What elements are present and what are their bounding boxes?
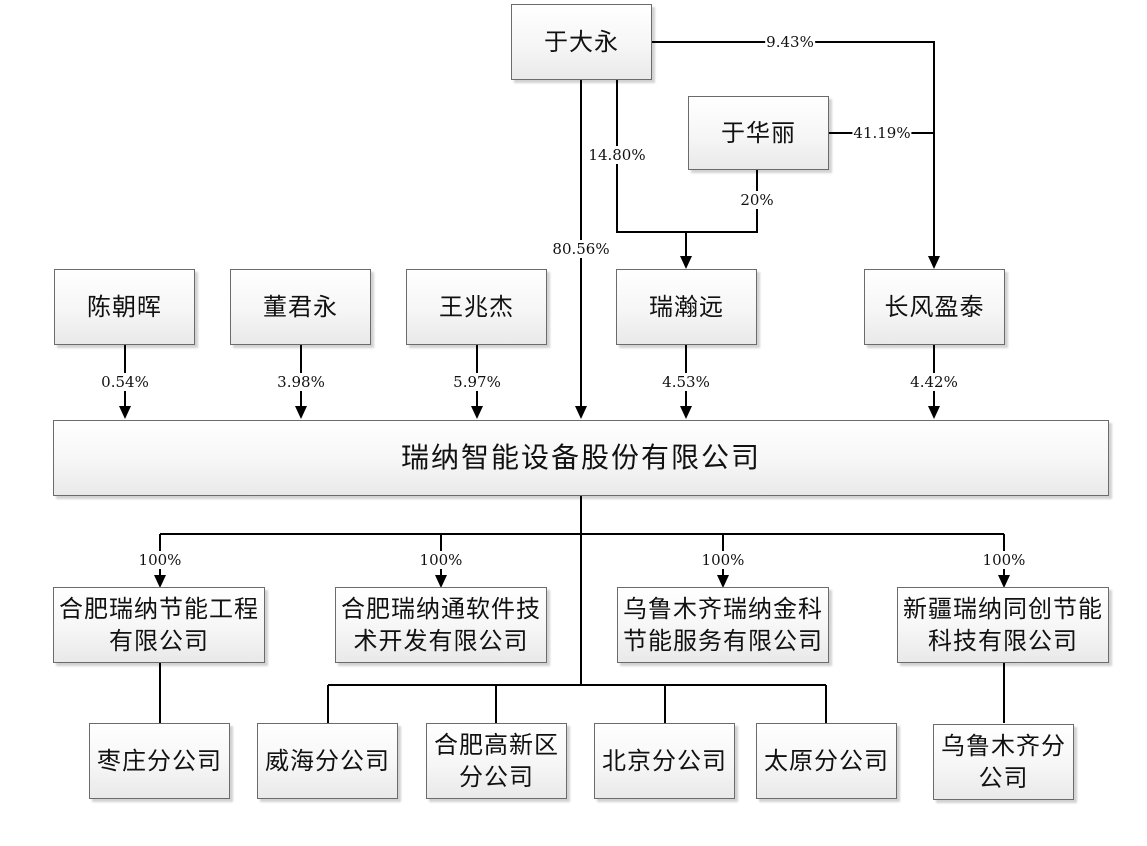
- edge-label-sub4: 100%: [981, 551, 1027, 569]
- node-label: 陈朝晖: [87, 293, 162, 321]
- node-label-line1: 新疆瑞纳同创节能: [903, 595, 1103, 623]
- node-label-line1: 乌鲁木齐瑞纳金科: [623, 595, 823, 623]
- node-wang-zhaojie[interactable]: 王兆杰: [406, 269, 547, 345]
- arrowhead: [998, 575, 1010, 588]
- arrowhead: [680, 256, 692, 269]
- edge-label-yudayong-ruihanyuan: 14.80%: [587, 146, 647, 164]
- arrowhead: [575, 406, 587, 419]
- node-branch-urumqi[interactable]: 乌鲁木齐分 公司: [933, 724, 1074, 800]
- edge-label-sub1: 100%: [137, 551, 183, 569]
- node-label: 于华丽: [721, 119, 796, 147]
- node-yu-huali[interactable]: 于华丽: [688, 96, 829, 170]
- node-chen-chaohui[interactable]: 陈朝晖: [54, 269, 195, 345]
- arrowhead: [680, 406, 692, 419]
- arrowhead: [154, 575, 166, 588]
- edge-yudayong-changfeng: [652, 41, 935, 258]
- node-label-line2: 分公司: [459, 763, 534, 791]
- node-label-line1: 合肥瑞纳节能工程: [59, 595, 259, 623]
- node-branch-zaozhuang[interactable]: 枣庄分公司: [89, 723, 230, 799]
- edge-label-yudayong-company: 80.56%: [551, 240, 611, 258]
- arrowhead: [471, 406, 483, 419]
- edge-yudayong-ruihanyuan: [616, 80, 686, 233]
- node-subsidiary-3[interactable]: 乌鲁木齐瑞纳金科 节能服务有限公司: [617, 587, 829, 663]
- arrowhead: [119, 406, 131, 419]
- node-label-line1: 威海分公司: [265, 747, 390, 775]
- node-subsidiary-1[interactable]: 合肥瑞纳节能工程 有限公司: [53, 587, 265, 663]
- edge-label-yudayong-changfeng: 9.43%: [765, 33, 815, 51]
- node-branch-weihai[interactable]: 威海分公司: [257, 723, 398, 799]
- node-label: 董君永: [263, 293, 338, 321]
- arrowhead: [717, 575, 729, 588]
- arrowhead: [295, 406, 307, 419]
- node-yu-dayong[interactable]: 于大永: [511, 4, 652, 80]
- node-label: 长风盈泰: [884, 293, 985, 321]
- node-label-line1: 乌鲁木齐分: [941, 732, 1066, 760]
- node-label: 瑞瀚远: [649, 293, 724, 321]
- node-label: 王兆杰: [439, 293, 514, 321]
- node-label-line1: 太原分公司: [764, 747, 889, 775]
- arrowhead: [435, 575, 447, 588]
- node-dong-junyong[interactable]: 董君永: [230, 269, 371, 345]
- node-label-line2: 公司: [978, 764, 1029, 792]
- node-label-line1: 枣庄分公司: [97, 747, 222, 775]
- node-branch-beijing[interactable]: 北京分公司: [594, 723, 735, 799]
- edge-label-yuhuali-changfeng: 41.19%: [852, 124, 912, 142]
- node-branch-hefei-gaoxin[interactable]: 合肥高新区 分公司: [426, 723, 567, 799]
- arrowhead: [928, 256, 940, 269]
- edge-label-ruihanyuan-company: 4.53%: [661, 373, 711, 391]
- edge-label-sub3: 100%: [700, 551, 746, 569]
- node-label: 于大永: [544, 28, 619, 56]
- node-label-line1: 合肥瑞纳通软件技: [341, 595, 541, 623]
- node-label-line2: 有限公司: [109, 627, 209, 655]
- edge-label-sub2: 100%: [418, 551, 464, 569]
- node-company[interactable]: 瑞纳智能设备股份有限公司: [53, 420, 1109, 496]
- node-label: 瑞纳智能设备股份有限公司: [400, 441, 761, 474]
- arrowhead: [928, 406, 940, 419]
- node-ruihanyuan[interactable]: 瑞瀚远: [616, 269, 757, 345]
- edge-label-dong-company: 3.98%: [276, 373, 326, 391]
- node-label-line2: 术开发有限公司: [353, 627, 529, 655]
- edge-yuhuali-ruihanyuan: [686, 170, 758, 233]
- node-label-line1: 合肥高新区: [434, 731, 559, 759]
- node-subsidiary-4[interactable]: 新疆瑞纳同创节能 科技有限公司: [897, 587, 1109, 663]
- node-label-line1: 北京分公司: [602, 747, 727, 775]
- node-changfeng-yingtai[interactable]: 长风盈泰: [864, 269, 1005, 345]
- node-label-line2: 科技有限公司: [928, 627, 1078, 655]
- edge-label-yuhuali-ruihanyuan: 20%: [739, 191, 775, 209]
- edge-label-wang-company: 5.97%: [452, 373, 502, 391]
- node-branch-taiyuan[interactable]: 太原分公司: [756, 723, 897, 799]
- node-subsidiary-2[interactable]: 合肥瑞纳通软件技 术开发有限公司: [335, 587, 547, 663]
- edge-label-chen-company: 0.54%: [100, 373, 150, 391]
- edge-label-changfeng-company: 4.42%: [909, 373, 959, 391]
- node-label-line2: 节能服务有限公司: [623, 627, 823, 655]
